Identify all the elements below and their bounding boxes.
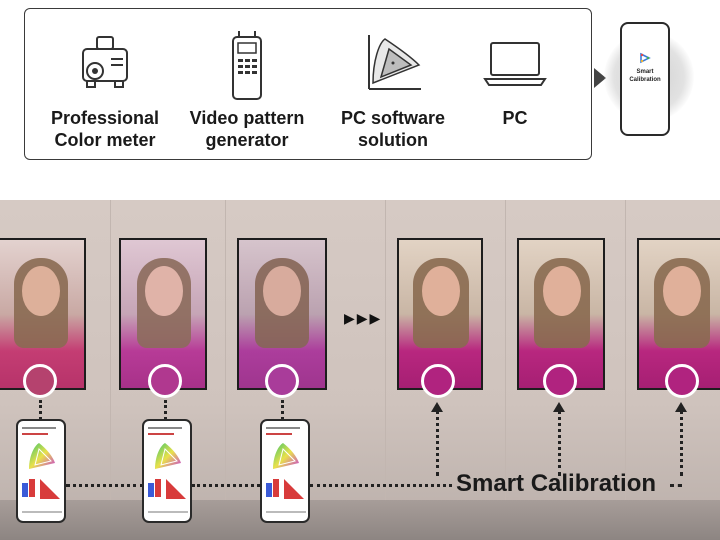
- tool-pc: PC: [445, 9, 585, 159]
- connector-horizontal: [670, 484, 682, 487]
- connector-horizontal: [66, 484, 144, 487]
- display-calibrated-2: [517, 238, 605, 390]
- display-uncalibrated-3: [237, 238, 327, 390]
- color-swatch-uncalibrated-3: [265, 364, 299, 398]
- tool-color-meter: Professional Color meter: [35, 9, 175, 159]
- tool-label: PC software solution: [340, 108, 446, 150]
- tool-pc-software: PC software solution: [323, 9, 463, 159]
- tool-label: PC: [502, 108, 528, 128]
- smart-calibration-app-icon: [640, 52, 651, 64]
- arrow-right-icon: [594, 68, 606, 88]
- wall-seam: [385, 200, 386, 500]
- display-calibrated-3: [637, 238, 720, 390]
- tool-label: Professional Color meter: [50, 108, 160, 150]
- tool-pattern-generator: Video pattern generator: [177, 9, 317, 159]
- color-swatch-uncalibrated-1: [23, 364, 57, 398]
- wall-seam: [505, 200, 506, 500]
- wall-seam: [625, 200, 626, 500]
- laptop-icon: [483, 42, 547, 86]
- app-label: Smart Calibration: [629, 69, 661, 83]
- gamut-chart-icon: [155, 443, 181, 469]
- color-swatch-calibrated-1: [421, 364, 455, 398]
- gamut-chart-icon: [29, 443, 55, 469]
- tool-label: Video pattern generator: [189, 108, 305, 150]
- smart-calibration-phone: Smart Calibration: [620, 22, 670, 136]
- arrow-up-icon: [553, 402, 565, 412]
- floor: [0, 500, 720, 540]
- phone-analysis-1: [16, 419, 66, 523]
- wall-seam: [225, 200, 226, 500]
- phone-analysis-2: [142, 419, 192, 523]
- arrow-up-icon: [675, 402, 687, 412]
- display-uncalibrated-1: [0, 238, 86, 390]
- connector-up: [436, 410, 439, 476]
- pc-software-icon: [368, 35, 421, 90]
- connector-up: [558, 410, 561, 476]
- connector-up: [680, 410, 683, 476]
- legacy-tools-box: Professional Color meter Video pattern g…: [24, 8, 592, 160]
- color-meter-icon: [82, 36, 128, 88]
- color-swatch-calibrated-3: [665, 364, 699, 398]
- connector-horizontal: [310, 484, 452, 487]
- color-swatch-calibrated-2: [543, 364, 577, 398]
- pattern-generator-icon: [232, 31, 262, 100]
- gamut-chart-icon: [273, 443, 299, 469]
- wall-seam: [110, 200, 111, 500]
- arrow-up-icon: [431, 402, 443, 412]
- phone-analysis-3: [260, 419, 310, 523]
- triangle-chart-icon: [284, 479, 304, 499]
- calibration-scene: ▶▶▶: [0, 200, 720, 540]
- connector-down: [39, 400, 42, 420]
- triangle-chart-icon: [40, 479, 60, 499]
- connector-horizontal: [192, 484, 260, 487]
- triangle-chart-icon: [166, 479, 186, 499]
- display-uncalibrated-2: [119, 238, 207, 390]
- connector-down: [164, 400, 167, 420]
- progress-arrows: ▶▶▶: [344, 310, 383, 326]
- color-swatch-uncalibrated-2: [148, 364, 182, 398]
- smart-calibration-label: Smart Calibration: [456, 470, 657, 497]
- connector-down: [281, 400, 284, 420]
